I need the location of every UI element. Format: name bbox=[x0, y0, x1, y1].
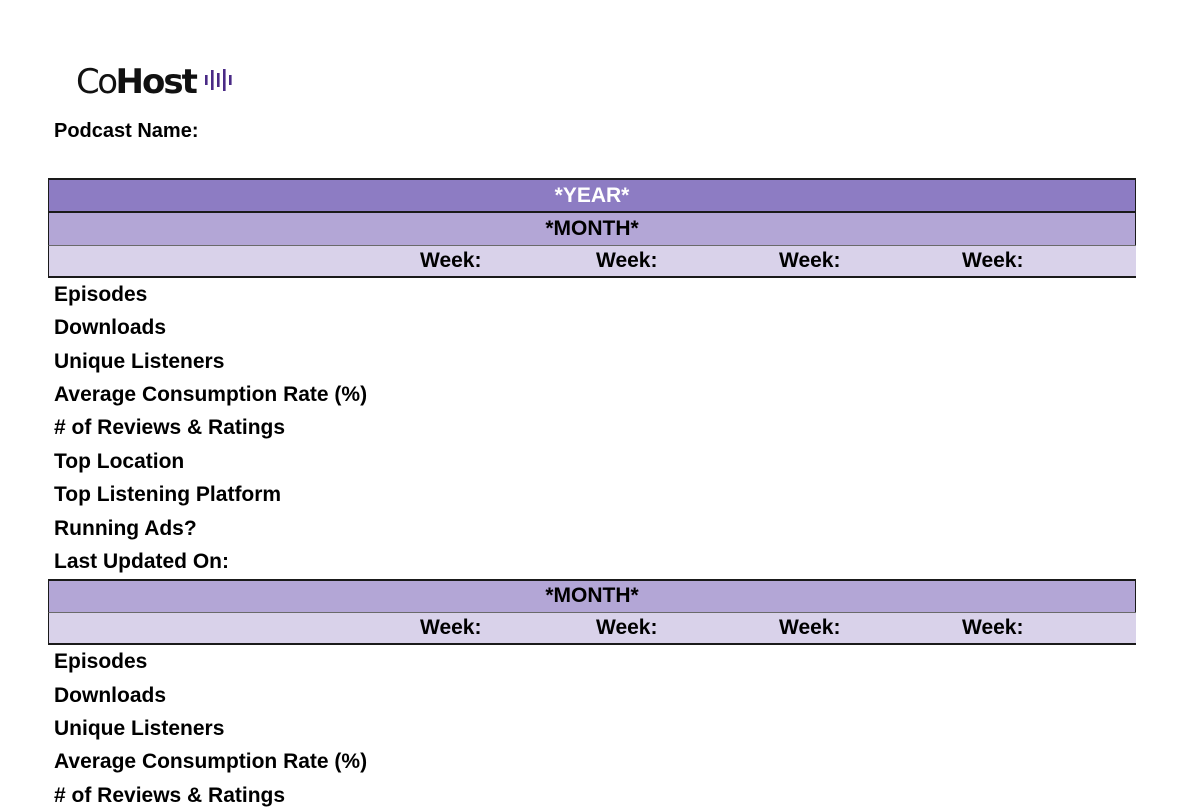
logo-text-co: Co bbox=[76, 62, 118, 102]
metric-row-unique-listeners: Unique Listeners bbox=[54, 716, 225, 740]
metric-row-downloads: Downloads bbox=[54, 683, 167, 707]
week-label: Week: bbox=[596, 616, 658, 640]
cohost-logo: Co Host bbox=[76, 60, 234, 104]
month-label: *MONTH* bbox=[545, 584, 639, 608]
metric-row-episodes: Episodes bbox=[54, 650, 148, 674]
metric-row-last-updated: Last Updated On: bbox=[54, 549, 230, 573]
metric-row-downloads: Downloads bbox=[54, 316, 167, 340]
week-label: Week: bbox=[962, 248, 1024, 272]
week-label: Week: bbox=[779, 616, 841, 640]
week-header-row: Week: Week: Week: Week: bbox=[48, 612, 1136, 646]
metric-row-running-ads: Running Ads? bbox=[54, 516, 197, 540]
week-label: Week: bbox=[420, 616, 482, 640]
week-label: Week: bbox=[420, 248, 482, 272]
metric-row-consumption-rate: Average Consumption Rate (%) bbox=[54, 750, 368, 774]
year-label: *YEAR* bbox=[554, 183, 630, 207]
year-header: *YEAR* bbox=[48, 178, 1136, 212]
metric-row-episodes: Episodes bbox=[54, 282, 148, 306]
week-label: Week: bbox=[779, 248, 841, 272]
metric-row-top-location: Top Location bbox=[54, 449, 185, 473]
stats-sheet: *YEAR* *MONTH* Week: Week: Week: Week: E… bbox=[48, 178, 1136, 812]
metric-row-reviews-ratings: # of Reviews & Ratings bbox=[54, 416, 286, 440]
metric-row-reviews-ratings: # of Reviews & Ratings bbox=[54, 783, 286, 807]
waveform-icon bbox=[204, 68, 234, 96]
logo-text-host: Host bbox=[115, 62, 198, 102]
month-header: *MONTH* bbox=[48, 211, 1136, 245]
week-label: Week: bbox=[596, 248, 658, 272]
month-label: *MONTH* bbox=[545, 217, 639, 241]
week-header-row: Week: Week: Week: Week: bbox=[48, 244, 1136, 279]
metric-row-unique-listeners: Unique Listeners bbox=[54, 349, 225, 373]
podcast-name-label: Podcast Name: bbox=[54, 120, 199, 142]
month-header: *MONTH* bbox=[48, 578, 1136, 613]
metric-row-top-platform: Top Listening Platform bbox=[54, 483, 282, 507]
week-label: Week: bbox=[962, 616, 1024, 640]
metric-row-consumption-rate: Average Consumption Rate (%) bbox=[54, 383, 368, 407]
